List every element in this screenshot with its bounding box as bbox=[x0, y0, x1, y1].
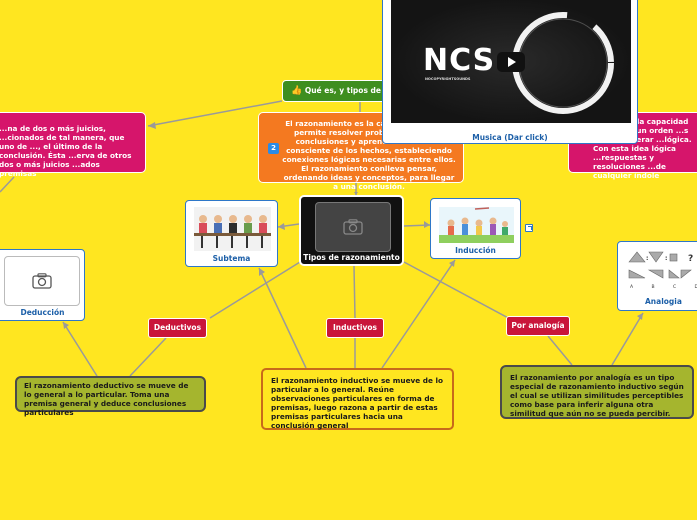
note-analogia-text: El razonamiento por analogía es un tipo … bbox=[510, 373, 684, 418]
definition-box-left[interactable]: ...na de dos o más juicios, ...cionados … bbox=[0, 112, 146, 178]
branch-inductivos[interactable]: Inductivos bbox=[326, 318, 384, 338]
central-topic-node[interactable]: Tipos de razonamiento bbox=[299, 195, 404, 266]
subtema-label: Subtema bbox=[212, 254, 251, 263]
note-inductivo[interactable]: El razonamiento inductivo se mueve de lo… bbox=[261, 368, 454, 430]
svg-text:?: ? bbox=[688, 254, 693, 264]
analogy-puzzle-illustration: ? : : bbox=[625, 248, 697, 290]
deduccion-label: Deducción bbox=[20, 308, 65, 317]
definition-text-right: ...iento es la capacidad ...que con un o… bbox=[593, 117, 692, 180]
note-deductivo-text: El razonamiento deductivo se mueve de lo… bbox=[24, 381, 189, 417]
image-placeholder bbox=[315, 202, 391, 252]
video-thumbnail[interactable]: NCS NOCOPYRIGHTSOUNDS bbox=[391, 0, 631, 123]
central-topic-label: Tipos de razonamiento bbox=[303, 253, 400, 262]
connector-center-analogia bbox=[403, 261, 513, 321]
connector-analogia-note bbox=[547, 335, 573, 366]
connector-topic-left bbox=[147, 100, 283, 127]
topic-label: Qué es, y tipos de razonamiento bbox=[304, 86, 421, 95]
svg-text::: : bbox=[665, 255, 667, 262]
connector-center-inductivos bbox=[353, 265, 356, 319]
induccion-label: Inducción bbox=[455, 246, 496, 255]
choice-label-c: C bbox=[672, 285, 677, 290]
choice-label-b: B bbox=[651, 285, 655, 290]
reasoning-definition-text: El razonamiento es la capacidad que nos … bbox=[282, 119, 456, 191]
note-deductivo[interactable]: El razonamiento deductivo se mueve de lo… bbox=[15, 376, 206, 417]
connector-note-subtema bbox=[258, 267, 307, 369]
branch-deductivos[interactable]: Deductivos bbox=[148, 318, 207, 338]
play-button[interactable] bbox=[497, 52, 525, 72]
external-link-icon[interactable] bbox=[525, 224, 533, 232]
connector-center-deductivos bbox=[209, 261, 301, 319]
connector-note-induccion bbox=[381, 259, 456, 369]
branch-por-analogia[interactable]: Por analogía bbox=[506, 316, 570, 336]
note-inductivo-text: El razonamiento inductivo se mueve de lo… bbox=[271, 376, 444, 430]
analogia-card[interactable]: ? : : A B C D Analogia bbox=[617, 241, 697, 311]
note-analogia[interactable]: El razonamiento por analogía es un tipo … bbox=[500, 365, 694, 419]
subtema-card[interactable]: Subtema bbox=[185, 200, 278, 267]
induccion-card[interactable]: Inducción bbox=[430, 198, 521, 259]
analogy-choice-labels: A B C D bbox=[630, 285, 697, 290]
students-illustration bbox=[194, 207, 271, 251]
number-badge: 2 bbox=[268, 143, 279, 154]
camera-icon bbox=[32, 273, 52, 289]
deduccion-card[interactable]: Deducción bbox=[0, 249, 85, 321]
music-video-card[interactable]: NCS NOCOPYRIGHTSOUNDS Musica (Dar click) bbox=[382, 0, 638, 144]
children-illustration bbox=[439, 207, 514, 243]
choice-label-a: A bbox=[630, 285, 634, 290]
definition-text-left: ...na de dos o más juicios, ...cionados … bbox=[0, 124, 132, 178]
ncs-logo-sub: NOCOPYRIGHTSOUNDS bbox=[425, 77, 471, 81]
connector-note-analogia-card bbox=[611, 312, 644, 366]
svg-text::: : bbox=[646, 255, 648, 262]
ncs-artwork bbox=[391, 0, 631, 123]
connector-deductivos-note bbox=[129, 337, 167, 377]
image-placeholder bbox=[4, 256, 80, 306]
ncs-logo: NCS bbox=[423, 43, 496, 78]
thumbs-up-icon: 👍 bbox=[291, 86, 303, 96]
play-icon bbox=[508, 57, 516, 67]
analogia-label: Analogia bbox=[645, 297, 682, 306]
connector-left-edge bbox=[0, 176, 15, 193]
camera-icon bbox=[343, 219, 363, 235]
choice-label-d: D bbox=[694, 285, 697, 290]
connector-note-deduccion bbox=[62, 321, 98, 377]
video-caption: Musica (Dar click) bbox=[472, 133, 548, 142]
